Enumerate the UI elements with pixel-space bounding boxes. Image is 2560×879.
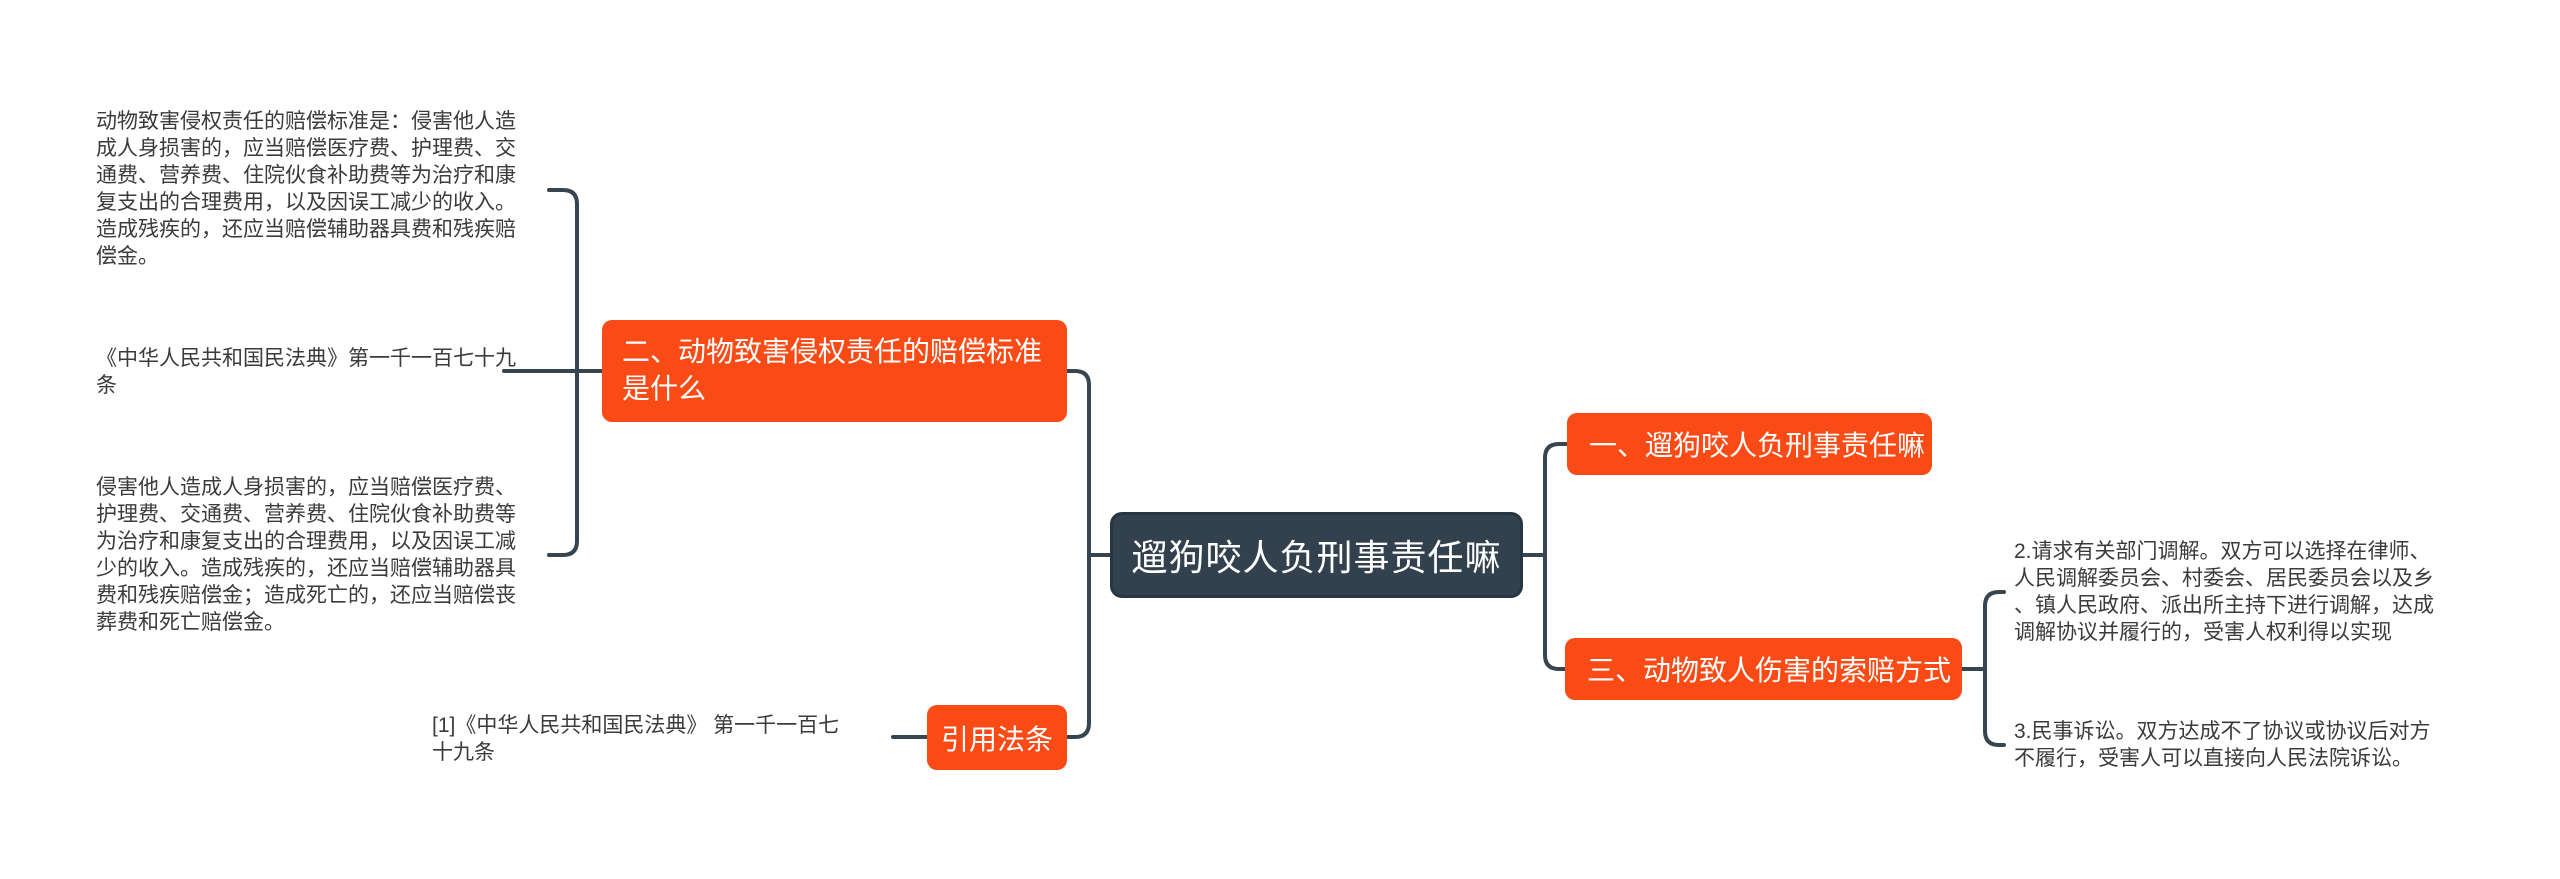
branch-node-claim-methods[interactable]: 三、动物致人伤害的索赔方式: [1565, 638, 1962, 700]
connector-branch3-notes-spine: [1983, 590, 2006, 747]
branch-node-compensation-standard[interactable]: 二、动物致害侵权责任的赔偿标准 是什么: [602, 320, 1067, 422]
branch-node-criminal-liability[interactable]: 一、遛狗咬人负刑事责任嘛: [1567, 413, 1932, 475]
note-compensation-items: 侵害他人造成人身损害的，应当赔偿医疗费、 护理费、交通费、营养费、住院伙食补助费…: [96, 476, 516, 634]
citation-node[interactable]: 引用法条: [927, 705, 1067, 770]
central-topic-node[interactable]: 遛狗咬人负刑事责任嘛: [1110, 512, 1523, 598]
connector-right-bracket: [1543, 442, 1569, 671]
note-civil-code-article: 《中华人民共和国民法典》第一千一百七十九 条: [96, 347, 516, 397]
note-compensation-standard: 动物致害侵权责任的赔偿标准是：侵害他人造 成人身损害的，应当赔偿医疗费、护理费、…: [96, 110, 516, 268]
note-mediation: 2.请求有关部门调解。双方可以选择在律师、 人民调解委员会、村委会、居民委员会以…: [2014, 540, 2434, 644]
note-litigation: 3.民事诉讼。双方达成不了协议或协议后对方 不履行，受害人可以直接向人民法院诉讼…: [2014, 720, 2431, 770]
note-cited-statute: [1]《中华人民共和国民法典》 第一千一百七 十九条: [432, 714, 840, 764]
connector-left-bracket: [1065, 369, 1091, 739]
